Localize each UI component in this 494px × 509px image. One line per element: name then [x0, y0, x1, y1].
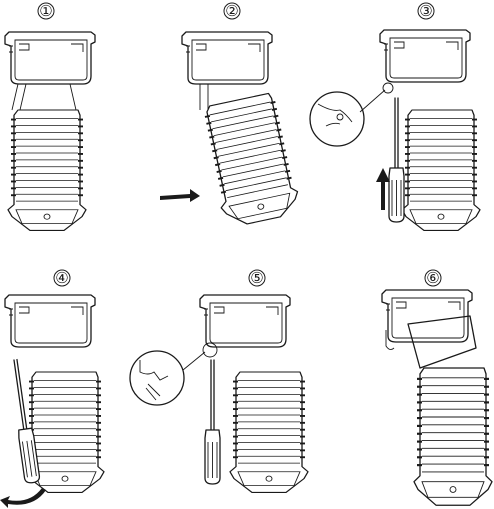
magnifier-detail-icon	[309, 91, 365, 147]
svg-text:④: ④	[55, 269, 68, 287]
step-2-label: ②	[223, 2, 241, 20]
step-6-label: ⑥	[424, 269, 442, 287]
step-2-illustration	[160, 31, 303, 230]
svg-text:⑤: ⑤	[250, 269, 263, 287]
step-5-illustration	[129, 294, 309, 494]
up-arrow-icon	[376, 168, 390, 210]
step-3-label: ③	[417, 2, 435, 20]
svg-text:③: ③	[419, 2, 432, 20]
step-1-illustration	[4, 31, 96, 232]
step-3-illustration	[309, 29, 481, 232]
svg-text:⑥: ⑥	[426, 269, 439, 287]
svg-text:②: ②	[225, 2, 238, 20]
right-arrow-icon	[160, 189, 200, 202]
step-5-label: ⑤	[248, 269, 266, 287]
step-4-label: ④	[53, 269, 71, 287]
svg-text:①: ①	[39, 2, 52, 20]
magnifier-detail-icon	[129, 350, 185, 406]
curved-arrow-icon	[0, 488, 46, 508]
step-1-label: ①	[37, 2, 55, 20]
step-6-illustration	[381, 289, 493, 506]
step-4-illustration	[0, 294, 105, 508]
